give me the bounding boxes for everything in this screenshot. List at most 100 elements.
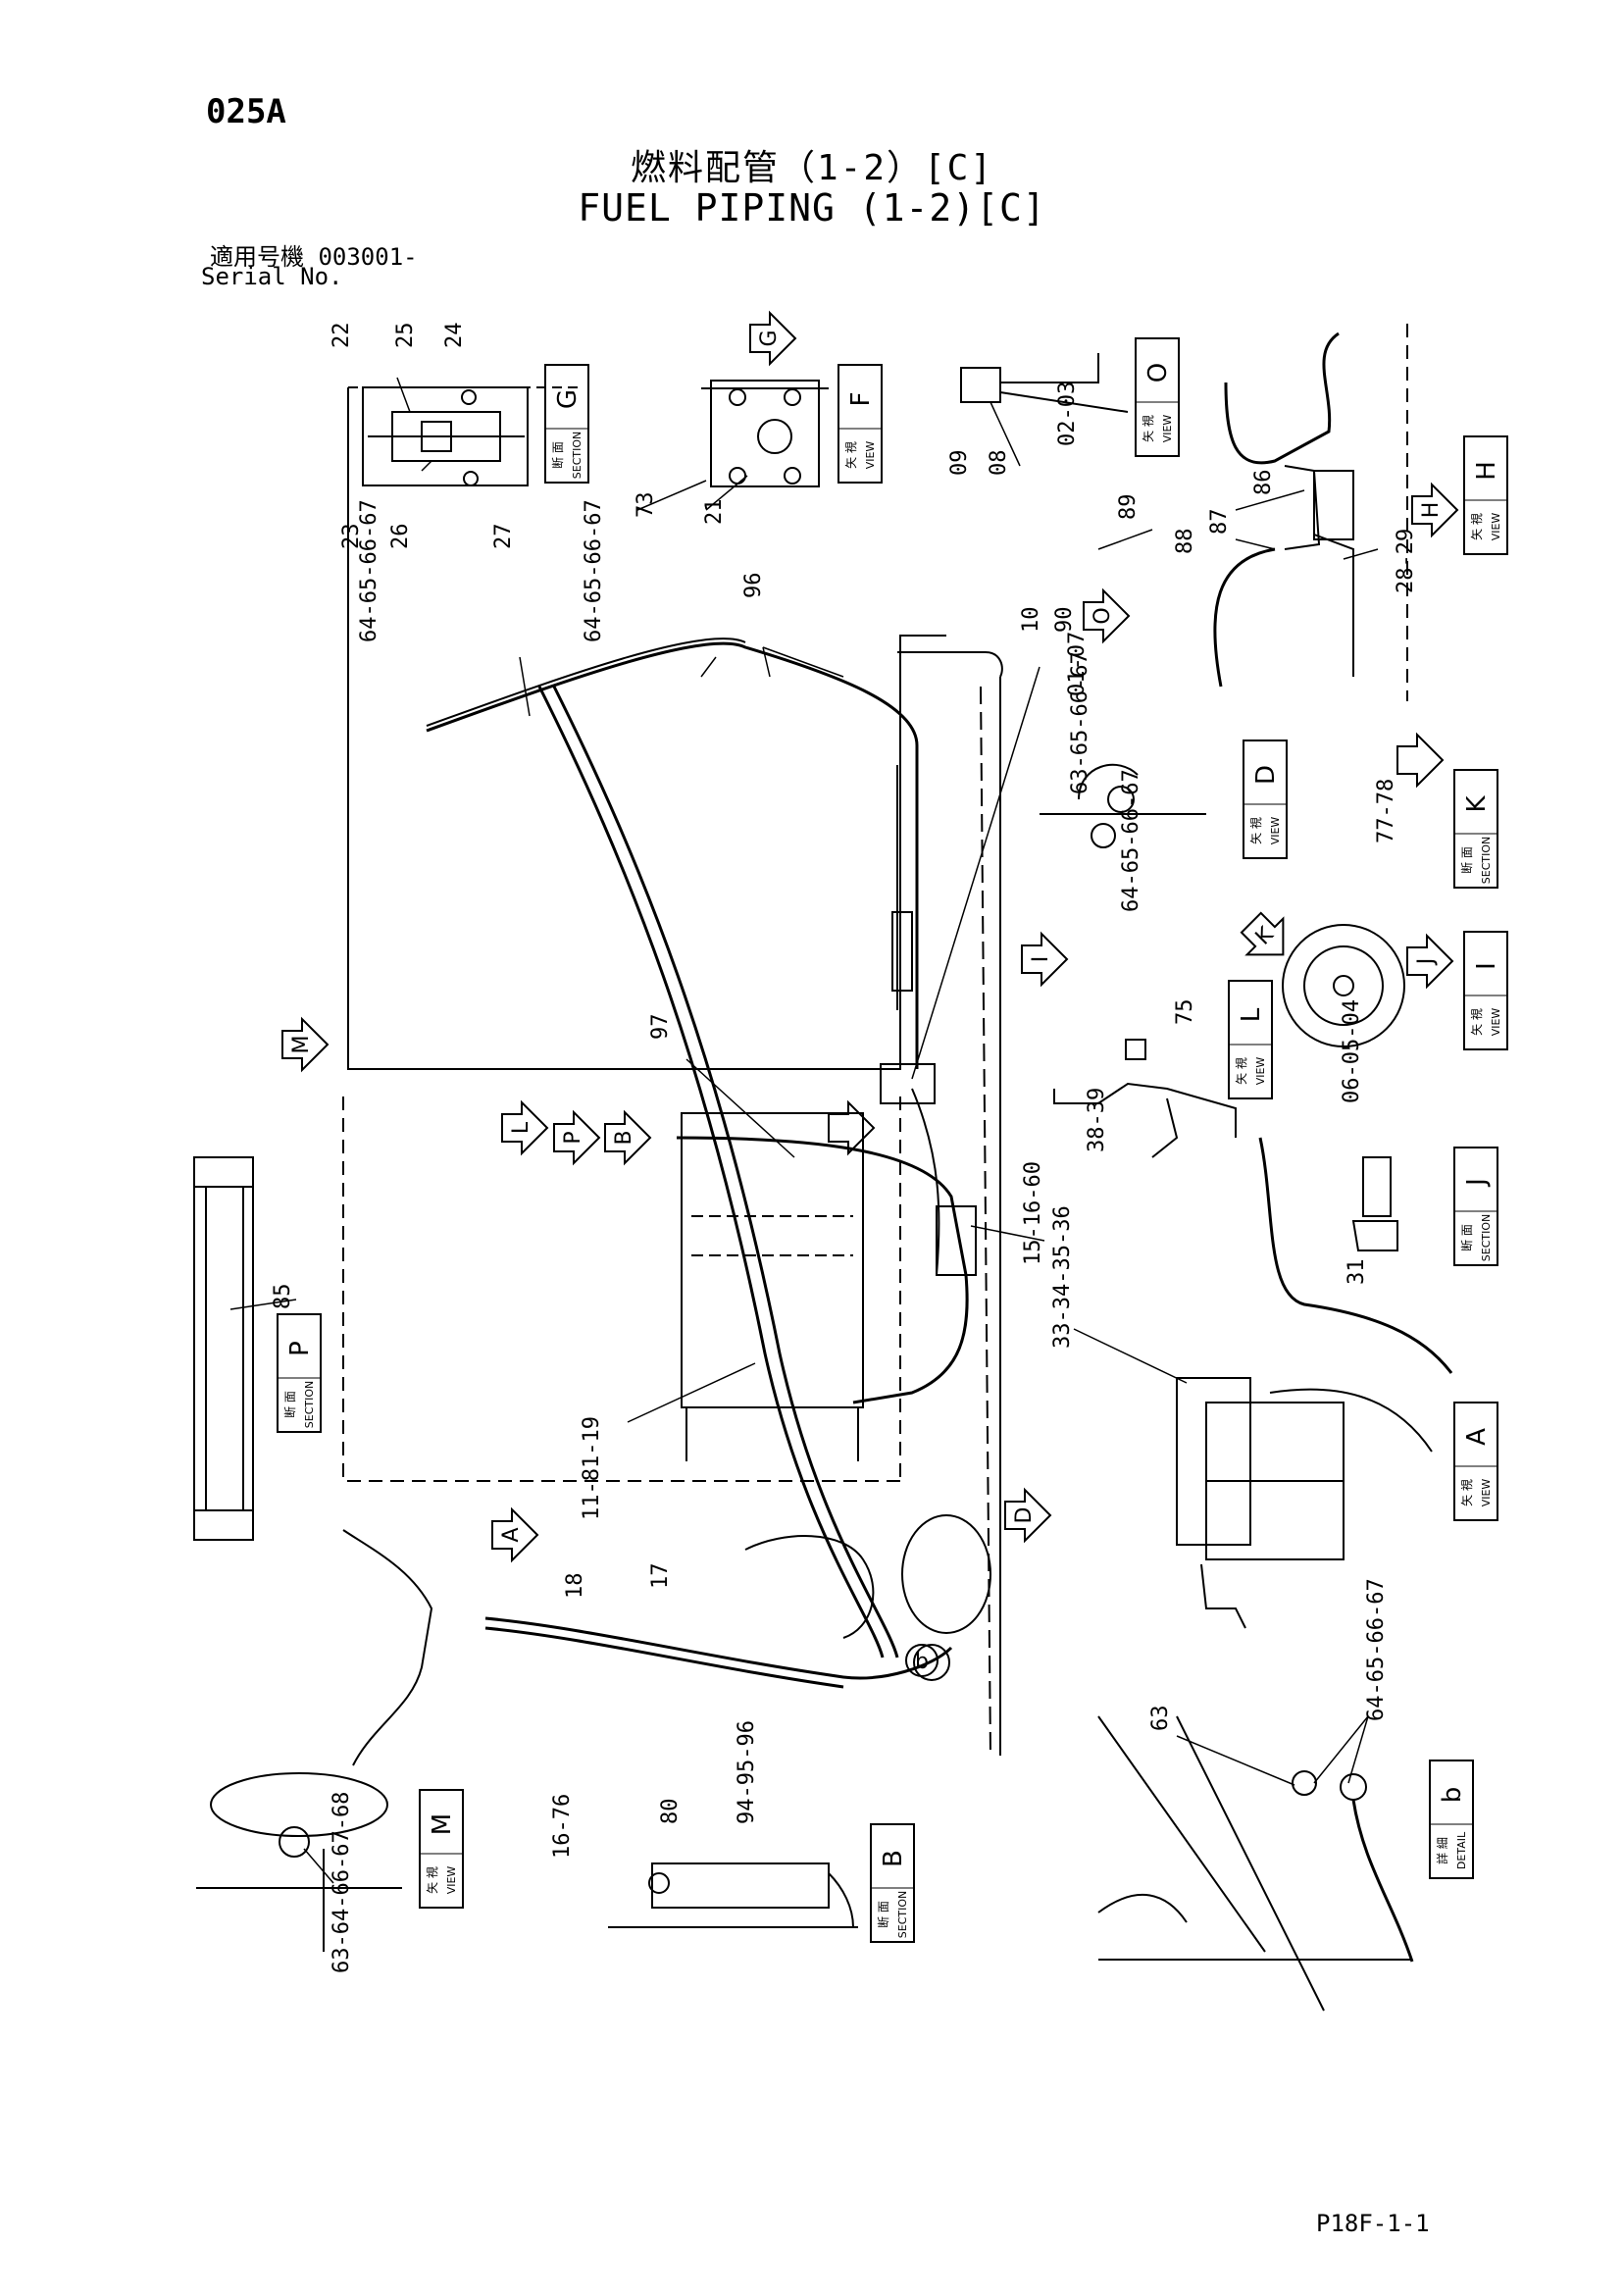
- svg-text:VIEW: VIEW: [1161, 415, 1174, 443]
- view-arrow-i: I: [1021, 931, 1069, 988]
- view-box-view-m: 矢 視 VIEW M: [419, 1789, 464, 1909]
- callout: 10: [1019, 607, 1043, 634]
- svg-text:VIEW: VIEW: [1490, 1008, 1502, 1037]
- callout: 90: [1052, 607, 1077, 634]
- svg-text:H: H: [1472, 461, 1501, 481]
- callout: 94-95-96: [735, 1720, 759, 1824]
- svg-text:断 面: 断 面: [1459, 1224, 1474, 1251]
- callout: 27: [491, 524, 516, 550]
- callout: 28-29: [1394, 529, 1418, 593]
- callout: 23: [339, 524, 364, 550]
- callout: 11-81-19: [580, 1416, 604, 1520]
- callout: 96: [741, 573, 766, 599]
- svg-text:SECTION: SECTION: [571, 432, 584, 479]
- svg-text:SECTION: SECTION: [896, 1891, 909, 1938]
- callout: 33-34-35-36: [1050, 1205, 1075, 1349]
- callout: 06-05-04: [1340, 999, 1364, 1103]
- svg-text:矢 視: 矢 視: [843, 441, 858, 469]
- view-arrow-b: B: [604, 1109, 652, 1166]
- detail-marker-b: b: [905, 1644, 939, 1677]
- svg-text:SECTION: SECTION: [303, 1381, 316, 1428]
- svg-text:矢 視: 矢 視: [1234, 1057, 1248, 1085]
- callout: 64-65-66-67: [1364, 1578, 1389, 1721]
- view-box-view-a: 矢 視 VIEW A: [1453, 1402, 1498, 1521]
- callout: 80: [658, 1799, 683, 1825]
- svg-text:G: G: [553, 389, 583, 409]
- view-i-detail: [1282, 924, 1405, 1047]
- callout: 63: [1148, 1706, 1173, 1732]
- callout: 85: [271, 1284, 295, 1310]
- svg-text:VIEW: VIEW: [1480, 1479, 1493, 1507]
- callout: 77-78: [1374, 779, 1398, 843]
- svg-text:矢 視: 矢 視: [1248, 817, 1263, 844]
- view-m-detail: [196, 1772, 402, 1952]
- view-arrow-g: G: [749, 310, 797, 367]
- svg-text:A: A: [499, 1527, 524, 1542]
- serial-range-japanese: 適用号機 003001-: [210, 243, 418, 271]
- svg-text:断 面: 断 面: [550, 441, 565, 469]
- callout: 73: [634, 492, 658, 519]
- callout: 64-65-66-67: [1119, 769, 1143, 912]
- view-box-view-h: 矢 視 VIEW H: [1463, 435, 1508, 555]
- svg-text:I: I: [1029, 956, 1053, 963]
- view-l-detail: [1053, 1039, 1237, 1158]
- svg-text:矢 視: 矢 視: [1469, 1008, 1484, 1036]
- svg-text:F: F: [846, 392, 876, 407]
- page-code: P18F-1-1: [1316, 2210, 1430, 2237]
- svg-text:K: K: [1462, 795, 1492, 813]
- callout: 86: [1251, 470, 1276, 496]
- section-b-detail: [608, 1862, 858, 1928]
- callout: 64-65-66-67: [357, 499, 381, 642]
- view-arrow-l: L: [501, 1099, 549, 1156]
- view-box-view-l: 矢 視 VIEW L: [1228, 980, 1273, 1099]
- svg-text:DETAIL: DETAIL: [1455, 1831, 1468, 1869]
- view-box-detail-b: 詳 細 DETAIL b: [1429, 1760, 1474, 1879]
- svg-text:L: L: [1237, 1007, 1266, 1022]
- view-box-section-j: 断 面 SECTION J: [1453, 1147, 1498, 1266]
- view-arrow-d: D: [1004, 1487, 1052, 1544]
- svg-text:J: J: [1414, 958, 1439, 967]
- title-japanese: 燃料配管（1-2）[C]: [630, 148, 994, 188]
- callout: 75: [1173, 999, 1197, 1026]
- svg-text:矢 視: 矢 視: [425, 1866, 439, 1894]
- view-box-view-d: 矢 視 VIEW D: [1243, 740, 1288, 859]
- callout: 63-65-66-67: [1068, 651, 1092, 794]
- svg-text:矢 視: 矢 視: [1459, 1479, 1474, 1506]
- view-arrow-h-main: [828, 1099, 876, 1156]
- drawing-code: 025A: [206, 92, 286, 131]
- view-arrow-o: O: [1083, 587, 1131, 644]
- view-f-detail: [701, 380, 829, 487]
- view-arrow-m: M: [281, 1016, 330, 1073]
- view-o-detail: [960, 353, 1129, 413]
- callout: 01-07: [1065, 632, 1090, 696]
- callout: 88: [1173, 529, 1197, 555]
- section-j-detail: [1351, 1156, 1398, 1251]
- callout: 22: [330, 323, 354, 349]
- svg-text:J: J: [1462, 1178, 1492, 1188]
- svg-text:M: M: [428, 1813, 457, 1835]
- callout: 26: [388, 524, 413, 550]
- callout-labels: 22 25 24 23 26 27 73 21 09 08 02-03 86 8…: [271, 323, 1418, 1974]
- svg-text:断 面: 断 面: [876, 1901, 890, 1928]
- view-box-section-b: 断 面 SECTION B: [870, 1823, 915, 1943]
- callout: 87: [1207, 509, 1232, 536]
- callout: 16-76: [550, 1794, 575, 1859]
- title-english: FUEL PIPING (1-2)[C]: [578, 186, 1046, 230]
- svg-text:B: B: [879, 1850, 908, 1867]
- svg-text:I: I: [1472, 962, 1501, 970]
- svg-text:矢 視: 矢 視: [1141, 415, 1155, 442]
- callout: 02-03: [1055, 382, 1080, 446]
- callout: 08: [987, 450, 1011, 477]
- main-linework: [342, 386, 1003, 1766]
- callout: 15-16-60: [1021, 1161, 1045, 1265]
- callout: 25: [393, 323, 418, 349]
- callout: 24: [442, 323, 467, 349]
- callout: 17: [648, 1563, 673, 1590]
- view-d-detail: [1040, 763, 1206, 848]
- view-box-view-o: 矢 視 VIEW O: [1135, 337, 1180, 457]
- view-box-view-f: 矢 視 VIEW F: [837, 364, 883, 484]
- section-p-detail: [193, 1156, 254, 1541]
- svg-text:VIEW: VIEW: [445, 1866, 458, 1895]
- svg-text:D: D: [1251, 765, 1281, 785]
